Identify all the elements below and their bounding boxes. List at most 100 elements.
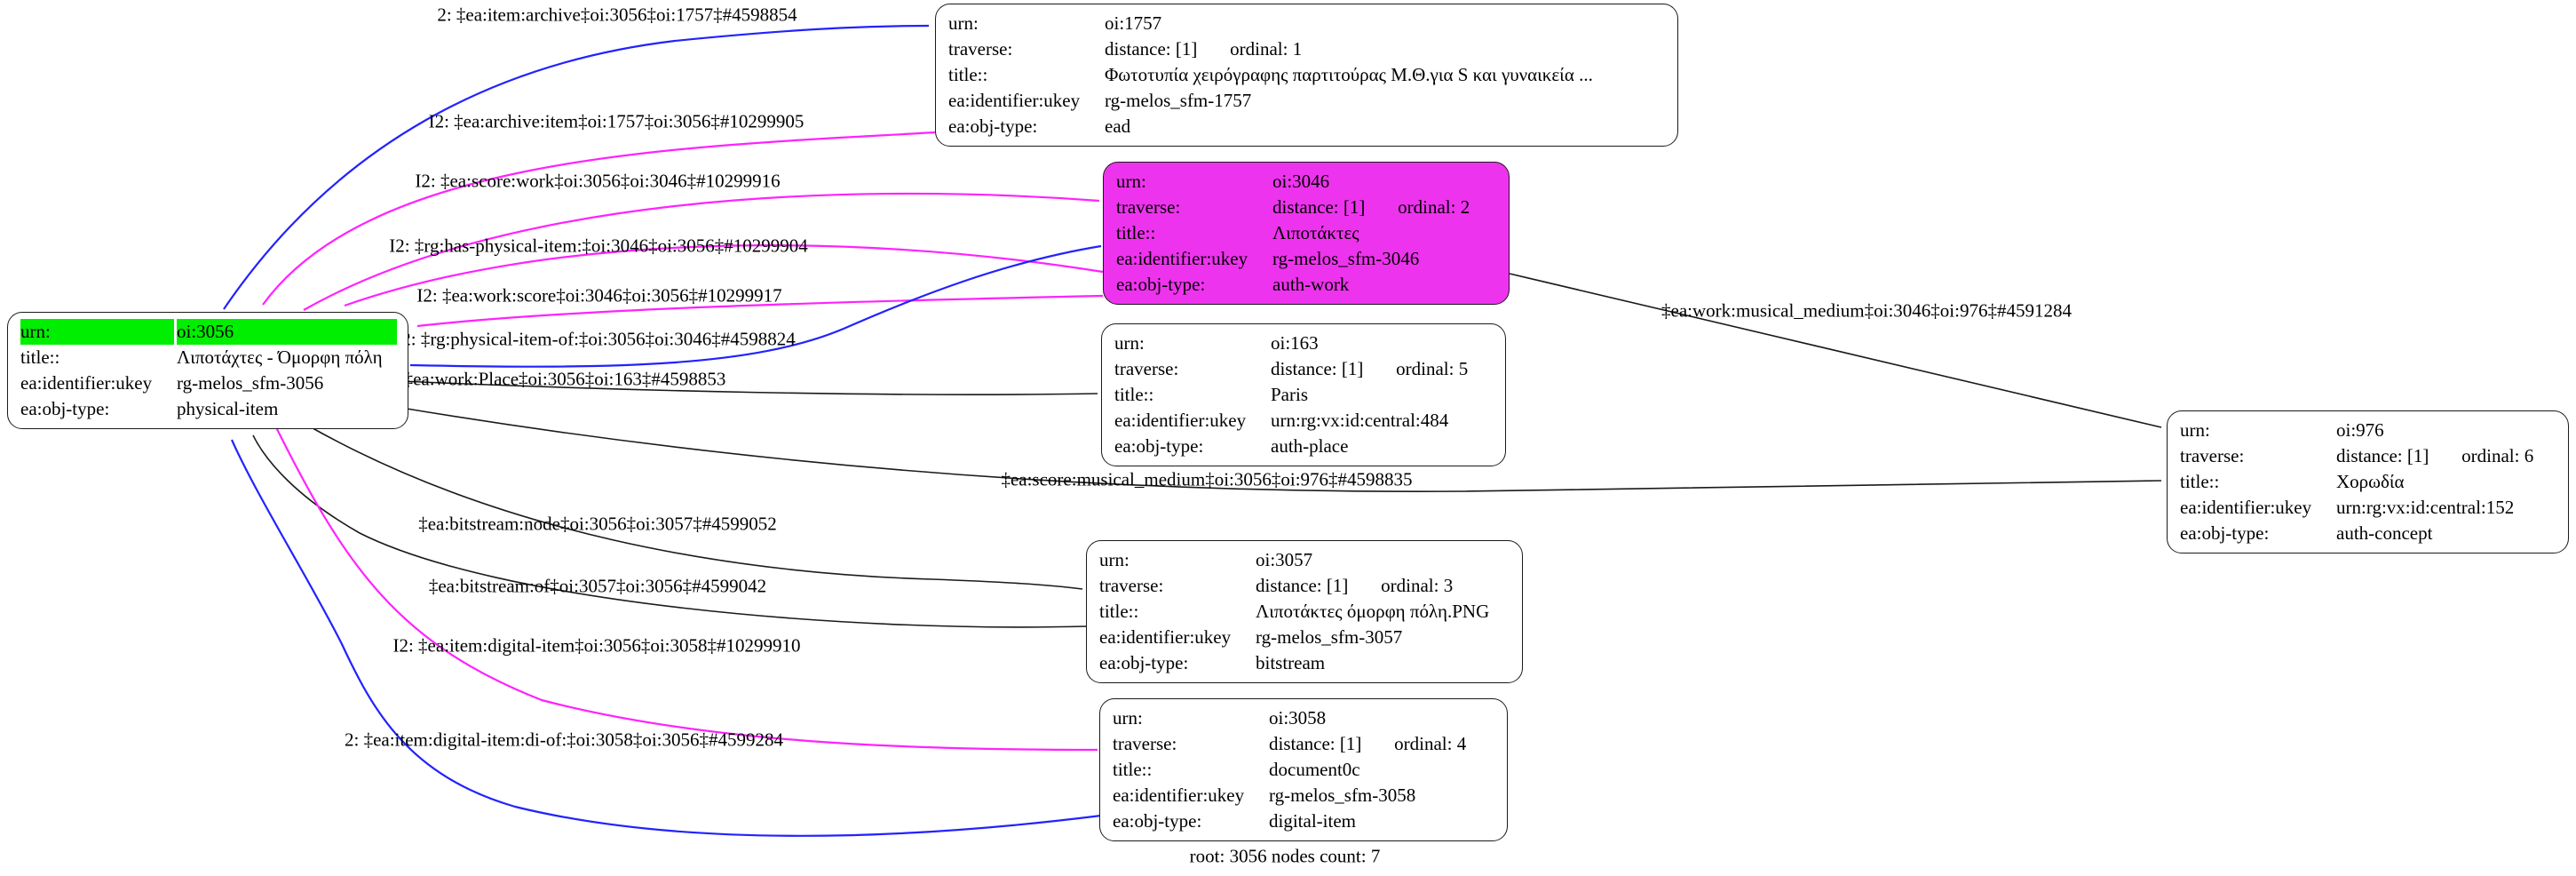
field-label: title:: [20, 346, 60, 368]
node-row: title::Λιποτάκτες όμορφη πόλη.PNG [1099, 599, 1511, 625]
field-label: ea:obj-type: [1113, 810, 1202, 832]
edge-work-musical-medium [1509, 273, 2162, 428]
field-value: oi:1757 [1105, 12, 1162, 34]
field-value: urn:rg:vx:id:central:484 [1271, 410, 1449, 431]
field-label: ea:identifier:ukey [948, 90, 1081, 111]
edge-label-item-digital-item: I2: ‡ea:item:digital-item‡oi:3056‡oi:305… [392, 634, 801, 657]
field-value: distance: [1] ordinal: 3 [1256, 575, 1454, 596]
field-label: urn: [2180, 419, 2210, 441]
field-value: oi:976 [2336, 419, 2384, 441]
field-value: oi:3056 [177, 319, 397, 345]
field-value: auth-place [1271, 435, 1349, 457]
node-row: urn:oi:3057 [1099, 547, 1511, 573]
edge-label-work-musical-medium: ‡ea:work:musical_medium‡oi:3046‡oi:976‡#… [1661, 299, 2072, 322]
field-label: traverse: [2180, 445, 2245, 466]
node-row: urn: oi:1757 [948, 11, 1667, 36]
edge-work-score [416, 294, 1104, 328]
field-label: traverse: [1099, 575, 1164, 596]
field-label: urn: [948, 12, 979, 34]
node-row: ea:obj-type:ead [948, 114, 1667, 139]
node-row: ea:identifier:ukey rg-melos_sfm-1757 [948, 88, 1667, 114]
node-row: ea:obj-type: physical-item [20, 396, 397, 422]
field-value: Λιποτάκτες όμορφη πόλη.PNG [1256, 601, 1490, 622]
field-label: ea:identifier:ukey [1116, 248, 1248, 269]
node-row: traverse:distance: [1] ordinal: 5 [1114, 356, 1494, 382]
node-row: urn:oi:3056 [20, 319, 397, 345]
node-row: urn: oi:3058 [1113, 705, 1496, 731]
field-label: title:: [1113, 759, 1153, 780]
field-label: urn: [20, 319, 174, 345]
node-row: title::Φωτοτυπία χειρόγραφης παρτιτούρας… [948, 62, 1667, 88]
edge-label-physical-item-of: 2: ‡rg:physical-item-of:‡oi:3056‡oi:3046… [401, 328, 796, 350]
node-row: title::Λιποτάκτες [1116, 220, 1498, 246]
field-value: distance: [1] ordinal: 6 [2336, 445, 2534, 466]
field-value: Λιποτάχτες - Όμορφη πόλη [177, 346, 383, 368]
node-row: ea:obj-type:auth-work [1116, 272, 1498, 298]
field-value: physical-item [177, 398, 279, 419]
field-value: ead [1105, 115, 1131, 137]
node-row: ea:obj-type: auth-place [1114, 434, 1494, 459]
field-label: ea:identifier:ukey [1113, 784, 1245, 806]
field-value: Paris [1271, 384, 1308, 405]
node-row: ea:obj-type: auth-concept [2180, 521, 2557, 546]
field-label: ea:identifier:ukey [1114, 410, 1247, 431]
field-label: traverse: [948, 38, 1013, 60]
edge-label-score-musical-medium: ‡ea:score:musical_medium‡oi:3056‡oi:976‡… [1001, 468, 1413, 490]
edge-label-bitstream-node: ‡ea:bitstream:node‡oi:3056‡oi:3057‡#4599… [418, 513, 777, 535]
edge-label-score-work: I2: ‡ea:score:work‡oi:3056‡oi:3046‡#1029… [415, 170, 781, 192]
node-row: traverse:distance: [1] ordinal: 1 [948, 36, 1667, 62]
field-value: Χορωδία [2336, 471, 2405, 492]
graph-caption: root: 3056 nodes count: 7 [1189, 845, 1381, 867]
field-value: Φωτοτυπία χειρόγραφης παρτιτούρας Μ.Θ.γι… [1105, 64, 1593, 85]
field-label: traverse: [1116, 196, 1181, 218]
field-value: auth-work [1272, 274, 1350, 295]
field-label: ea:obj-type: [2180, 522, 2270, 544]
field-value: Λιποτάκτες [1272, 222, 1359, 243]
field-label: urn: [1116, 171, 1146, 192]
node-row: title::Χορωδία [2180, 469, 2557, 495]
field-label: ea:obj-type: [1114, 435, 1204, 457]
field-value: oi:3058 [1269, 707, 1327, 729]
field-value: urn:rg:vx:id:central:152 [2336, 497, 2515, 518]
edge-item-digital-item-di-of [230, 439, 1102, 837]
edge-label-archive-item: I2: ‡ea:archive:item‡oi:1757‡oi:3056‡#10… [428, 110, 805, 132]
edge-label-work-score: I2: ‡ea:work:score‡oi:3046‡oi:3056‡#1029… [416, 284, 782, 307]
edge-has-physical-item [344, 244, 1104, 307]
node-row: title::document0c [1113, 757, 1496, 783]
node-row: urn: oi:976 [2180, 418, 2557, 443]
field-value: digital-item [1269, 810, 1356, 832]
field-value: oi:163 [1271, 332, 1319, 354]
edge-label-work-place: ‡ea:work:Place‡oi:3056‡oi:163‡#4598853 [403, 368, 726, 390]
field-label: title:: [1114, 384, 1154, 405]
field-label: urn: [1113, 707, 1143, 729]
node-oi-976[interactable]: urn: oi:976 traverse: distance: [1] ordinal… [2167, 410, 2569, 553]
edge-label-item-digital-item-di-of: 2: ‡ea:item:digital-item:di-of:‡oi:3058‡… [344, 729, 784, 751]
node-row: title::Λιποτάχτες - Όμορφη πόλη [20, 345, 397, 370]
edge-bitstream-of [252, 434, 1087, 628]
node-row: ea:identifier:ukey rg-melos_sfm-3058 [1113, 783, 1496, 808]
field-value: rg-melos_sfm-3046 [1272, 248, 1420, 269]
field-value: auth-concept [2336, 522, 2433, 544]
edge-physical-item-of [409, 244, 1102, 368]
field-value: rg-melos_sfm-1757 [1105, 90, 1252, 111]
node-row: ea:identifier:ukey urn:rg:vx:id:central:4… [1114, 408, 1494, 434]
edge-item-digital-item [274, 425, 1098, 752]
field-value: rg-melos_sfm-3058 [1269, 784, 1416, 806]
edge-label-item-archive: 2: ‡ea:item:archive‡oi:3056‡oi:1757‡#459… [437, 4, 797, 26]
field-label: traverse: [1114, 358, 1179, 379]
field-label: ea:obj-type: [1099, 652, 1189, 673]
edge-bitstream-node [305, 424, 1083, 590]
node-row: title::Paris [1114, 382, 1494, 408]
field-label: ea:obj-type: [20, 398, 110, 419]
field-value: oi:3046 [1272, 171, 1330, 192]
